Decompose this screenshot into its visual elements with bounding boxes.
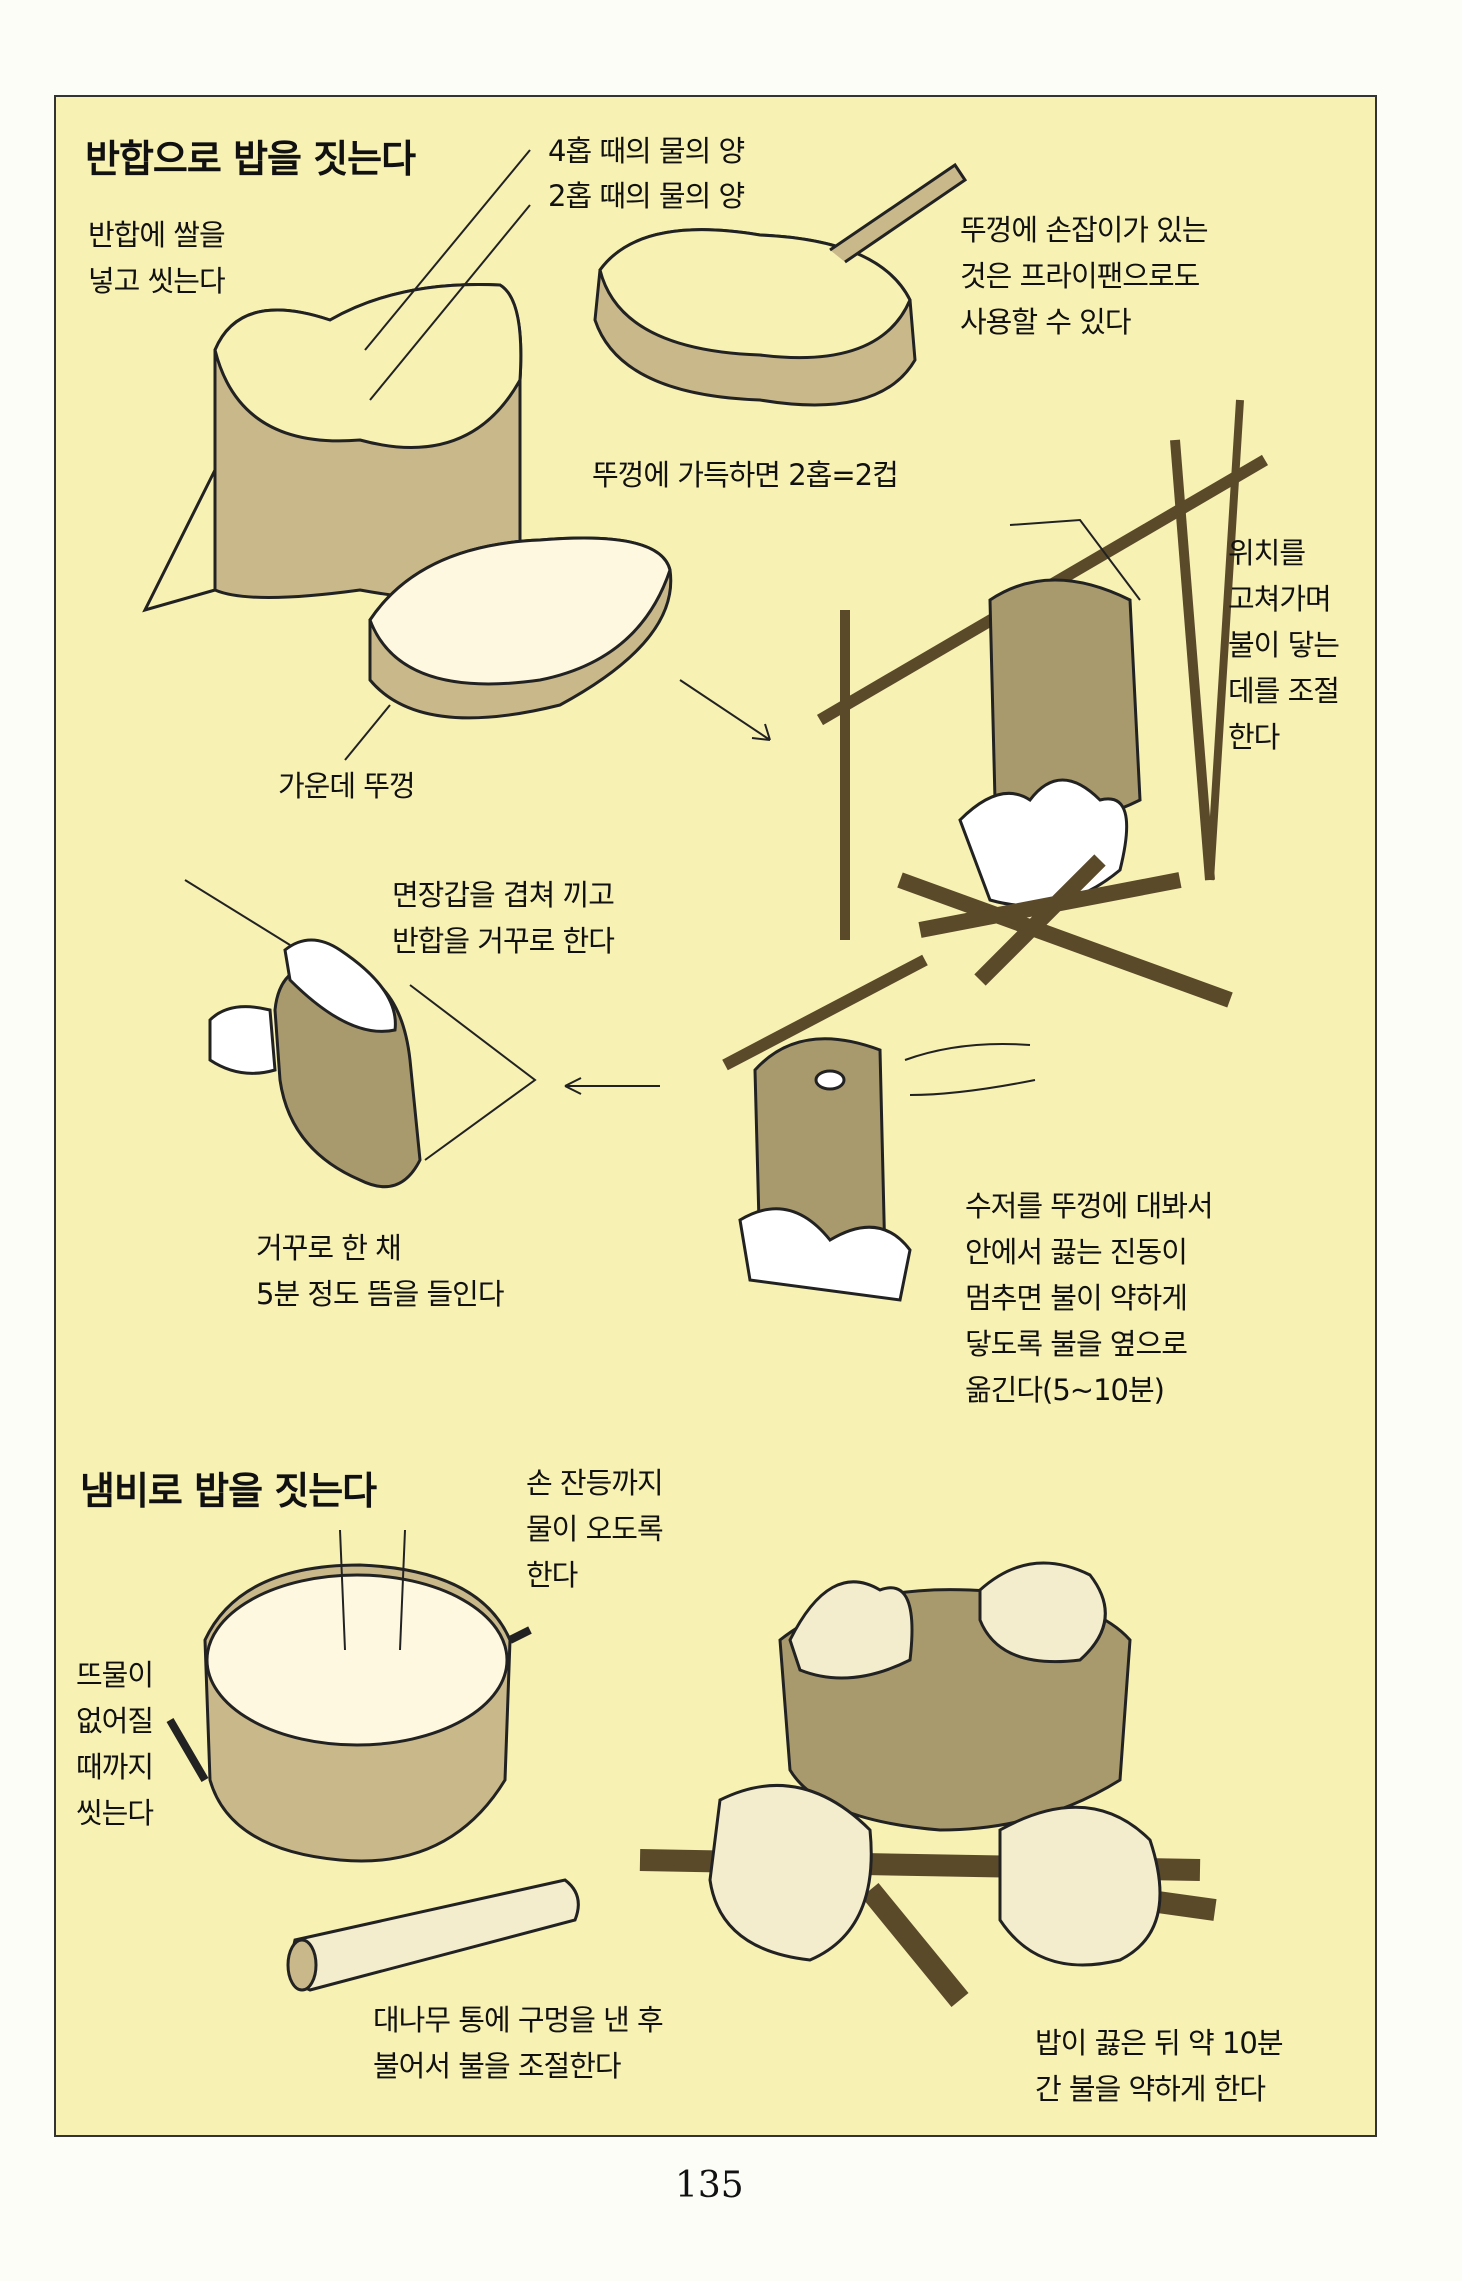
lid-handle-label: 뚜껑에 손잡이가 있는 것은 프라이팬으로도 사용할 수 있다 [960,213,1209,339]
spoon-check-pot-illustration [722,954,1036,1302]
gloves-label: 면장갑을 겹쳐 끼고 반합을 거꾸로 한다 [392,878,615,958]
bamboo-label: 대나무 통에 구멍을 낸 후 불어서 불을 조절한다 [373,2003,664,2083]
hand-water-label: 손 잔등까지 물이 오도록 한다 [526,1466,664,1592]
section1-title: 반합으로 밥을 짓는다 [85,136,416,181]
wash-until-label: 뜨물이 없어질 때까지 씻는다 [76,1658,154,1830]
pot-washing-illustration [166,1529,532,1863]
after-boil-label: 밥이 끓은 뒤 약 10분 간 불을 약하게 한다 [1035,2026,1284,2106]
bamboo-tube-illustration [286,1878,580,1992]
pot-on-fire-illustration [639,1561,1217,2007]
lid-frypan-illustration [593,162,968,407]
campfire-stand-illustration [816,399,1269,1008]
middle-lid-illustration [344,536,771,761]
wash-rice-label: 반합에 쌀을 넣고 씻는다 [88,218,226,298]
page-number: 135 [675,2165,744,2206]
water-2hop-label: 2홉 때의 물의 양 [548,179,745,213]
steam-label: 거꾸로 한 채 5분 정도 뜸을 들인다 [256,1231,505,1311]
adjust-position-label: 위치를 고쳐가며 불이 닿는 데를 조절 한다 [1228,536,1340,754]
water-4hop-label: 4홉 때의 물의 양 [548,134,745,168]
mess-kit-pot-illustration [142,149,531,613]
upside-down-pot-illustration [184,879,660,1189]
section2-title: 냄비로 밥을 짓는다 [80,1468,377,1513]
middle-lid-label: 가운데 뚜껑 [278,769,416,803]
lid-full-label: 뚜껑에 가득하면 2홉=2컵 [592,458,899,492]
spoon-check-label: 수저를 뚜껑에 대봐서 안에서 끓는 진동이 멈추면 불이 약하게 닿도록 불을… [965,1189,1214,1407]
